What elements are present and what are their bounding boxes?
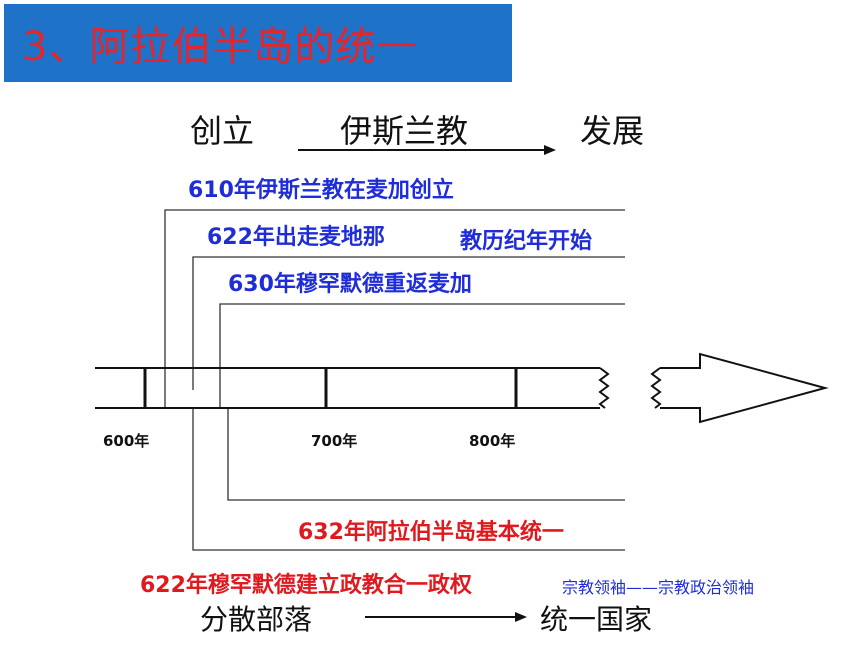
bracket-610 <box>164 209 625 408</box>
event-630: 630年穆罕默德重返麦加 <box>228 272 472 297</box>
flow-bottom-arrow-head <box>515 612 527 622</box>
timeline-break-right <box>650 367 662 409</box>
timeline-arrow-head <box>660 352 829 424</box>
flow-top-arrow-head <box>544 145 556 155</box>
page-title: 3、阿拉伯半岛的统一 <box>22 24 418 70</box>
bracket-622-migrate <box>192 256 625 390</box>
axis-label-800: 800年 <box>469 432 516 450</box>
bracket-630 <box>219 303 625 408</box>
event-610: 610年伊斯兰教在麦加创立 <box>188 178 454 203</box>
timeline-break-left <box>598 367 610 409</box>
title-banner <box>4 4 512 82</box>
event-622-state: 622年穆罕默德建立政教合一政权 <box>140 573 472 598</box>
flow-bottom-left: 分散部落 <box>200 603 313 636</box>
event-622-migrate: 622年出走麦地那 <box>207 225 385 250</box>
axis-label-700: 700年 <box>311 432 358 450</box>
flow-top-right: 发展 <box>580 112 645 150</box>
flow-top-middle: 伊斯兰教 <box>340 112 469 150</box>
flow-bottom-right: 统一国家 <box>540 603 653 636</box>
side-note-calendar: 教历纪年开始 <box>460 229 593 254</box>
axis-label-600: 600年 <box>103 432 150 450</box>
bracket-622-state <box>192 408 625 551</box>
role-note: 宗教领袖——宗教政治领袖 <box>562 578 755 597</box>
bracket-632 <box>227 408 625 501</box>
event-632: 632年阿拉伯半岛基本统一 <box>298 520 564 545</box>
flow-top-left: 创立 <box>190 112 255 150</box>
